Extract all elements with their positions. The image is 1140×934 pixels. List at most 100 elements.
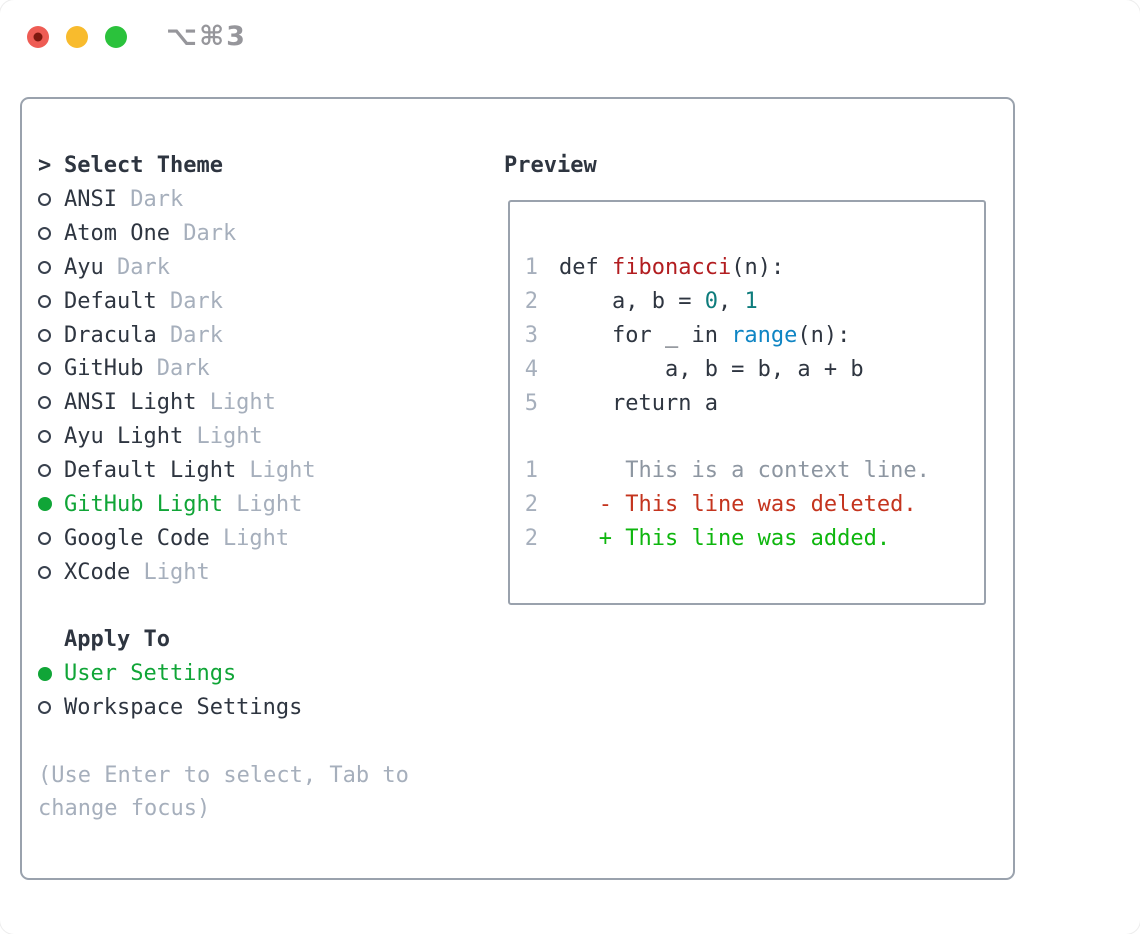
theme-list-title: Select Theme	[64, 153, 223, 179]
titlebar: ⌥⌘3	[0, 0, 1140, 74]
radio-column	[38, 362, 64, 376]
code-line: 2 a, b = 0, 1	[524, 285, 930, 319]
theme-option-label: Dracula	[64, 322, 157, 348]
radio-selected-icon	[38, 666, 52, 681]
theme-variant-label: Light	[209, 390, 276, 416]
theme-option-ayu-light[interactable]: Ayu Light Light	[38, 420, 409, 454]
traffic-lights	[27, 26, 127, 48]
code-token: fibonacci	[611, 255, 732, 281]
radio-column	[38, 260, 64, 274]
apply-option-label: User Settings	[64, 661, 237, 687]
code-token: (n):	[731, 255, 785, 281]
line-number: 2	[524, 289, 538, 315]
preview-title: Preview	[504, 153, 597, 178]
radio-column	[38, 328, 64, 342]
theme-option-default-light[interactable]: Default Light Light	[38, 454, 409, 488]
theme-variant-label: Light	[249, 458, 316, 484]
zoom-button[interactable]	[105, 26, 127, 48]
line-number: 4	[524, 356, 538, 382]
theme-option-label: Google Code	[64, 525, 210, 551]
radio-icon	[38, 430, 51, 444]
code-token: a, b = b, a + b	[559, 356, 864, 382]
spacer-row	[38, 724, 409, 758]
radio-icon	[38, 565, 51, 579]
radio-column	[38, 430, 64, 444]
radio-column	[38, 396, 64, 410]
line-number: 2	[524, 492, 538, 518]
theme-option-label: Ayu Light	[64, 424, 184, 450]
theme-variant-label: Dark	[156, 356, 210, 382]
apply-option-user-settings[interactable]: User Settings	[38, 657, 409, 691]
code-token: (n):	[797, 323, 851, 349]
code-token: range	[731, 323, 798, 349]
diff-text: This is a context line.	[559, 458, 930, 484]
theme-option-label: Default	[64, 288, 157, 314]
theme-option-xcode[interactable]: XCode Light	[38, 555, 409, 589]
theme-option-label: XCode	[64, 559, 131, 585]
diff-text: - This line was deleted.	[559, 492, 917, 518]
radio-icon	[38, 227, 51, 241]
theme-option-label: Atom One	[64, 221, 170, 247]
apply-option-workspace-settings[interactable]: Workspace Settings	[38, 691, 409, 725]
theme-variant-label: Dark	[183, 221, 237, 247]
code-token: ,	[717, 289, 745, 315]
theme-option-label: Ayu	[64, 254, 104, 280]
radio-column	[38, 193, 64, 207]
radio-column	[38, 531, 64, 545]
line-number: 5	[524, 390, 538, 416]
hint-line: (Use Enter to select, Tab to	[38, 762, 409, 788]
theme-variant-label: Light	[143, 559, 210, 585]
close-button-dot-icon	[33, 32, 43, 42]
radio-selected-icon	[38, 497, 52, 512]
theme-option-label: Default Light	[64, 458, 237, 484]
code-line: 4 a, b = b, a + b	[524, 353, 930, 387]
radio-icon	[38, 531, 51, 545]
minimize-button[interactable]	[66, 26, 88, 48]
theme-option-dracula[interactable]: Dracula Dark	[38, 318, 409, 352]
code-token: a, b =	[559, 289, 705, 315]
theme-option-label: ANSI	[64, 187, 117, 213]
radio-icon	[38, 362, 51, 376]
theme-list-header: >Select Theme	[38, 149, 409, 183]
radio-icon	[38, 294, 51, 308]
diff-text: + This line was added.	[559, 526, 891, 552]
theme-variant-label: Light	[196, 424, 263, 450]
preview-box	[508, 200, 986, 605]
radio-column	[38, 497, 64, 512]
radio-column	[38, 700, 64, 714]
radio-column	[38, 294, 64, 308]
window-title-shortcut: ⌥⌘3	[166, 21, 247, 52]
radio-icon	[38, 260, 51, 274]
theme-option-label: ANSI Light	[64, 390, 197, 416]
radio-icon	[38, 700, 51, 714]
radio-icon	[38, 193, 51, 207]
code-token: return a	[559, 390, 718, 416]
radio-icon	[38, 328, 51, 342]
code-token: 1	[744, 289, 758, 315]
apply-to-title: Apply To	[64, 627, 170, 653]
theme-option-ayu[interactable]: Ayu Dark	[38, 251, 409, 285]
theme-variant-label: Dark	[116, 254, 170, 280]
close-button[interactable]	[27, 26, 49, 48]
spacer-row	[38, 589, 409, 623]
code-token: def	[559, 255, 612, 281]
line-number: 3	[524, 323, 538, 349]
theme-option-label: GitHub	[64, 356, 144, 382]
diff-line-deleted: 2 - This line was deleted.	[524, 488, 930, 522]
theme-option-github[interactable]: GitHub Dark	[38, 352, 409, 386]
diff-line-added: 2 + This line was added.	[524, 522, 930, 556]
code-token: for _ in	[559, 323, 732, 349]
theme-option-ansi-light[interactable]: ANSI Light Light	[38, 386, 409, 420]
line-number: 2	[524, 526, 538, 552]
code-line: 3 for _ in range(n):	[524, 319, 930, 353]
theme-option-atom-one[interactable]: Atom One Dark	[38, 217, 409, 251]
theme-variant-label: Dark	[169, 322, 223, 348]
